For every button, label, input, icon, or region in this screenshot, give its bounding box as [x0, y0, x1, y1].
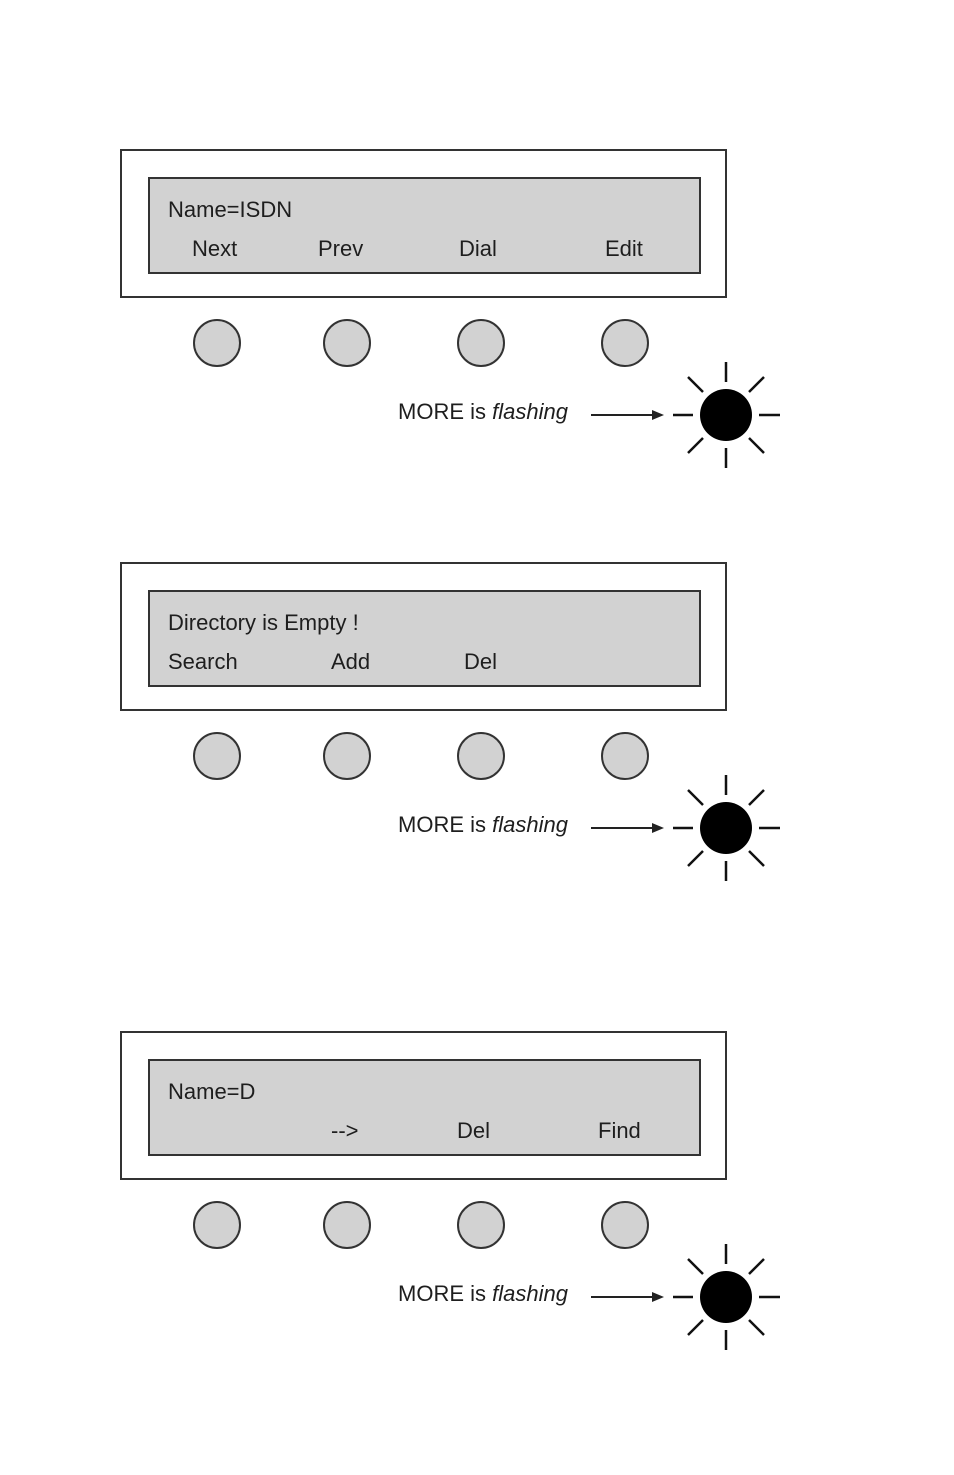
lcd-line-1: Name=D — [168, 1079, 256, 1104]
display-panel-1: Name=ISDN Next Prev Dial Edit MORE is fl… — [0, 149, 954, 489]
softkey-button-3[interactable] — [457, 732, 505, 780]
lcd-screen: Name=D --> Del Find — [148, 1059, 701, 1156]
display-panel-2: Directory is Empty ! Search Add Del MORE… — [0, 562, 954, 902]
softkey-button-2[interactable] — [323, 732, 371, 780]
softkey-button-2[interactable] — [323, 1201, 371, 1249]
more-indicator-icon — [673, 362, 780, 468]
softkey-button-1[interactable] — [193, 732, 241, 780]
softkey-label-1: Next — [192, 236, 238, 261]
softkey-label-4: Edit — [605, 236, 643, 261]
softkey-button-1[interactable] — [193, 319, 241, 367]
more-flashing-note: MORE is flashing — [398, 1281, 568, 1307]
more-indicator-icon — [673, 775, 780, 881]
softkey-button-2[interactable] — [323, 319, 371, 367]
note-text: MORE is — [398, 399, 486, 424]
arrow-icon — [591, 1292, 664, 1302]
softkey-button-1[interactable] — [193, 1201, 241, 1249]
arrow-icon — [591, 410, 664, 420]
lcd-line-1: Name=ISDN — [168, 197, 293, 222]
more-indicator-icon — [673, 1244, 780, 1350]
note-text: MORE is — [398, 1281, 486, 1306]
softkey-label-3: Del — [457, 1118, 491, 1143]
display-frame: Name=ISDN Next Prev Dial Edit — [120, 149, 727, 298]
more-flashing-note: MORE is flashing — [398, 812, 568, 838]
display-frame: Directory is Empty ! Search Add Del — [120, 562, 727, 711]
note-emphasis: flashing — [492, 812, 568, 837]
softkey-label-2: Prev — [318, 236, 364, 261]
note-emphasis: flashing — [492, 399, 568, 424]
lcd-line-1: Directory is Empty ! — [168, 610, 359, 635]
softkey-button-4[interactable] — [601, 732, 649, 780]
arrow-icon — [591, 823, 664, 833]
softkey-label-4: Find — [598, 1118, 641, 1143]
softkey-button-4[interactable] — [601, 1201, 649, 1249]
softkey-button-4[interactable] — [601, 319, 649, 367]
note-emphasis: flashing — [492, 1281, 568, 1306]
softkey-label-3: Dial — [459, 236, 497, 261]
softkey-button-3[interactable] — [457, 1201, 505, 1249]
softkey-label-3: Del — [464, 649, 498, 674]
more-flashing-note: MORE is flashing — [398, 399, 568, 425]
softkey-button-3[interactable] — [457, 319, 505, 367]
display-frame: Name=D --> Del Find — [120, 1031, 727, 1180]
softkey-label-2: --> — [331, 1118, 359, 1143]
softkey-label-1: Search — [168, 649, 238, 674]
softkey-label-2: Add — [331, 649, 371, 674]
note-text: MORE is — [398, 812, 486, 837]
display-panel-3: Name=D --> Del Find MORE is flashing — [0, 1031, 954, 1371]
lcd-screen: Directory is Empty ! Search Add Del — [148, 590, 701, 687]
lcd-screen: Name=ISDN Next Prev Dial Edit — [148, 177, 701, 274]
